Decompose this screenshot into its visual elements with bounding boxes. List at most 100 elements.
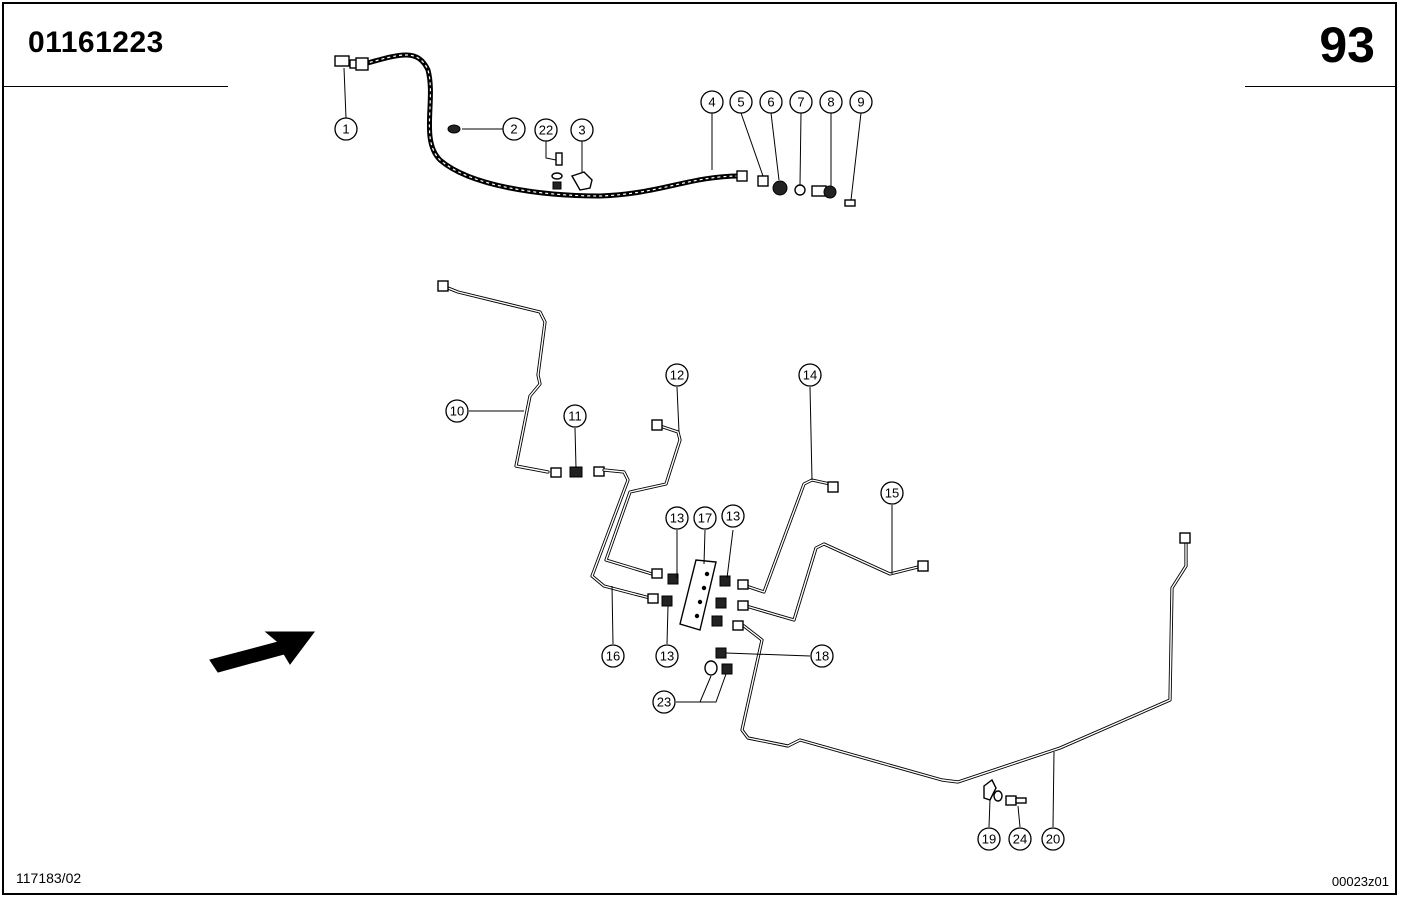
callout-9: 9 — [849, 90, 873, 114]
svg-text:3: 3 — [578, 123, 585, 138]
callout-2: 2 — [502, 117, 526, 141]
group-code: 01161223 — [28, 26, 164, 59]
bolt-24 — [1005, 795, 1027, 806]
pipe-nut-12b — [651, 568, 663, 579]
callout-5: 5 — [729, 90, 753, 114]
arrow-up-right-icon — [209, 631, 315, 673]
svg-text:20: 20 — [1046, 832, 1060, 847]
union-nut — [757, 175, 769, 187]
pipe-nut-15b — [737, 600, 749, 611]
svg-text:18: 18 — [815, 649, 829, 664]
lock-nut — [772, 180, 788, 196]
brake-pipe-12 — [604, 424, 682, 576]
callout-14: 14 — [798, 363, 822, 387]
callout-3: 3 — [570, 118, 594, 142]
pipe-nut-15a — [917, 560, 929, 572]
callout-23: 23 — [652, 690, 676, 714]
drawing-reference: 117183/02 — [16, 870, 82, 886]
callout-1: 1 — [334, 117, 358, 141]
svg-text:1: 1 — [342, 122, 349, 137]
svg-text:7: 7 — [797, 95, 804, 110]
callout-10: 10 — [445, 399, 469, 423]
svg-text:2: 2 — [510, 122, 517, 137]
callout-20: 20 — [1041, 827, 1065, 851]
pipe-nut-20b — [732, 620, 744, 631]
svg-text:6: 6 — [767, 95, 774, 110]
svg-text:5: 5 — [737, 95, 744, 110]
svg-text:4: 4 — [708, 95, 715, 110]
bolt-washer-nut — [551, 152, 563, 190]
callout-4: 4 — [700, 90, 724, 114]
callout-22: 22 — [534, 118, 558, 142]
svg-text:13: 13 — [670, 511, 684, 526]
connector-11 — [569, 466, 583, 478]
union-13b — [719, 575, 731, 587]
pipe-nut-10b — [550, 467, 562, 478]
svg-text:8: 8 — [827, 95, 834, 110]
callout-24: 24 — [1008, 827, 1032, 851]
union-13c — [661, 595, 673, 607]
distribution-block-17 — [679, 559, 717, 631]
svg-text:24: 24 — [1013, 832, 1027, 847]
pipe-nut-16b — [647, 593, 659, 604]
bleed-screw — [844, 199, 856, 207]
svg-text:10: 10 — [450, 404, 464, 419]
brake-pipe-20 — [740, 540, 1188, 784]
union-13e — [711, 615, 723, 627]
washer-19 — [993, 790, 1003, 802]
hose-elbow-fitting — [334, 55, 369, 71]
svg-text:14: 14 — [803, 368, 817, 383]
callout-7: 7 — [789, 90, 813, 114]
washer-23 — [704, 660, 718, 676]
callout-18: 18 — [810, 644, 834, 668]
brake-pipe-10 — [441, 284, 550, 474]
pipe-nut-12a — [651, 419, 663, 431]
grommet — [447, 124, 461, 134]
page-number: 93 — [1319, 17, 1375, 73]
union-13d — [715, 597, 727, 609]
callout-13-upper-left: 13 — [665, 506, 689, 530]
leader-lines — [343, 67, 1055, 828]
callout-16: 16 — [601, 644, 625, 668]
callout-13-lower: 13 — [655, 644, 679, 668]
svg-text:13: 13 — [660, 649, 674, 664]
nut-23 — [721, 663, 733, 675]
svg-text:19: 19 — [982, 832, 996, 847]
brake-pipe-15 — [744, 542, 924, 622]
svg-text:15: 15 — [885, 486, 899, 501]
hose-clip — [570, 171, 593, 191]
brake-pipe-14 — [744, 478, 832, 594]
callout-17: 17 — [693, 506, 717, 530]
callout-11: 11 — [563, 404, 587, 428]
svg-text:13: 13 — [726, 509, 740, 524]
union-13a — [667, 573, 679, 585]
svg-text:17: 17 — [698, 511, 712, 526]
pipe-nut-14b — [737, 579, 749, 590]
plug-18 — [715, 647, 727, 659]
banjo-fitting — [811, 185, 837, 199]
svg-text:11: 11 — [568, 409, 582, 424]
sealing-ring — [794, 184, 806, 196]
hose-end-fitting — [736, 170, 748, 182]
svg-text:23: 23 — [657, 695, 671, 710]
pipe-nut-10a — [437, 280, 449, 292]
svg-text:12: 12 — [670, 368, 684, 383]
callout-8: 8 — [819, 90, 843, 114]
pipe-nut-14a — [827, 481, 839, 493]
callout-12: 12 — [665, 363, 689, 387]
callout-6: 6 — [759, 90, 783, 114]
pipe-nut-20a — [1179, 532, 1191, 544]
svg-text:9: 9 — [857, 95, 864, 110]
brake-hose — [361, 52, 743, 199]
pipe-clip-19 — [983, 778, 997, 801]
pipe-nut-16a — [593, 466, 605, 477]
svg-text:22: 22 — [539, 123, 553, 138]
header-rule-left — [4, 86, 228, 87]
callout-13-upper-right: 13 — [721, 504, 745, 528]
callout-15: 15 — [880, 481, 904, 505]
header-rule-right — [1245, 86, 1395, 87]
image-reference: 00023z01 — [1331, 874, 1389, 889]
svg-text:16: 16 — [606, 649, 620, 664]
